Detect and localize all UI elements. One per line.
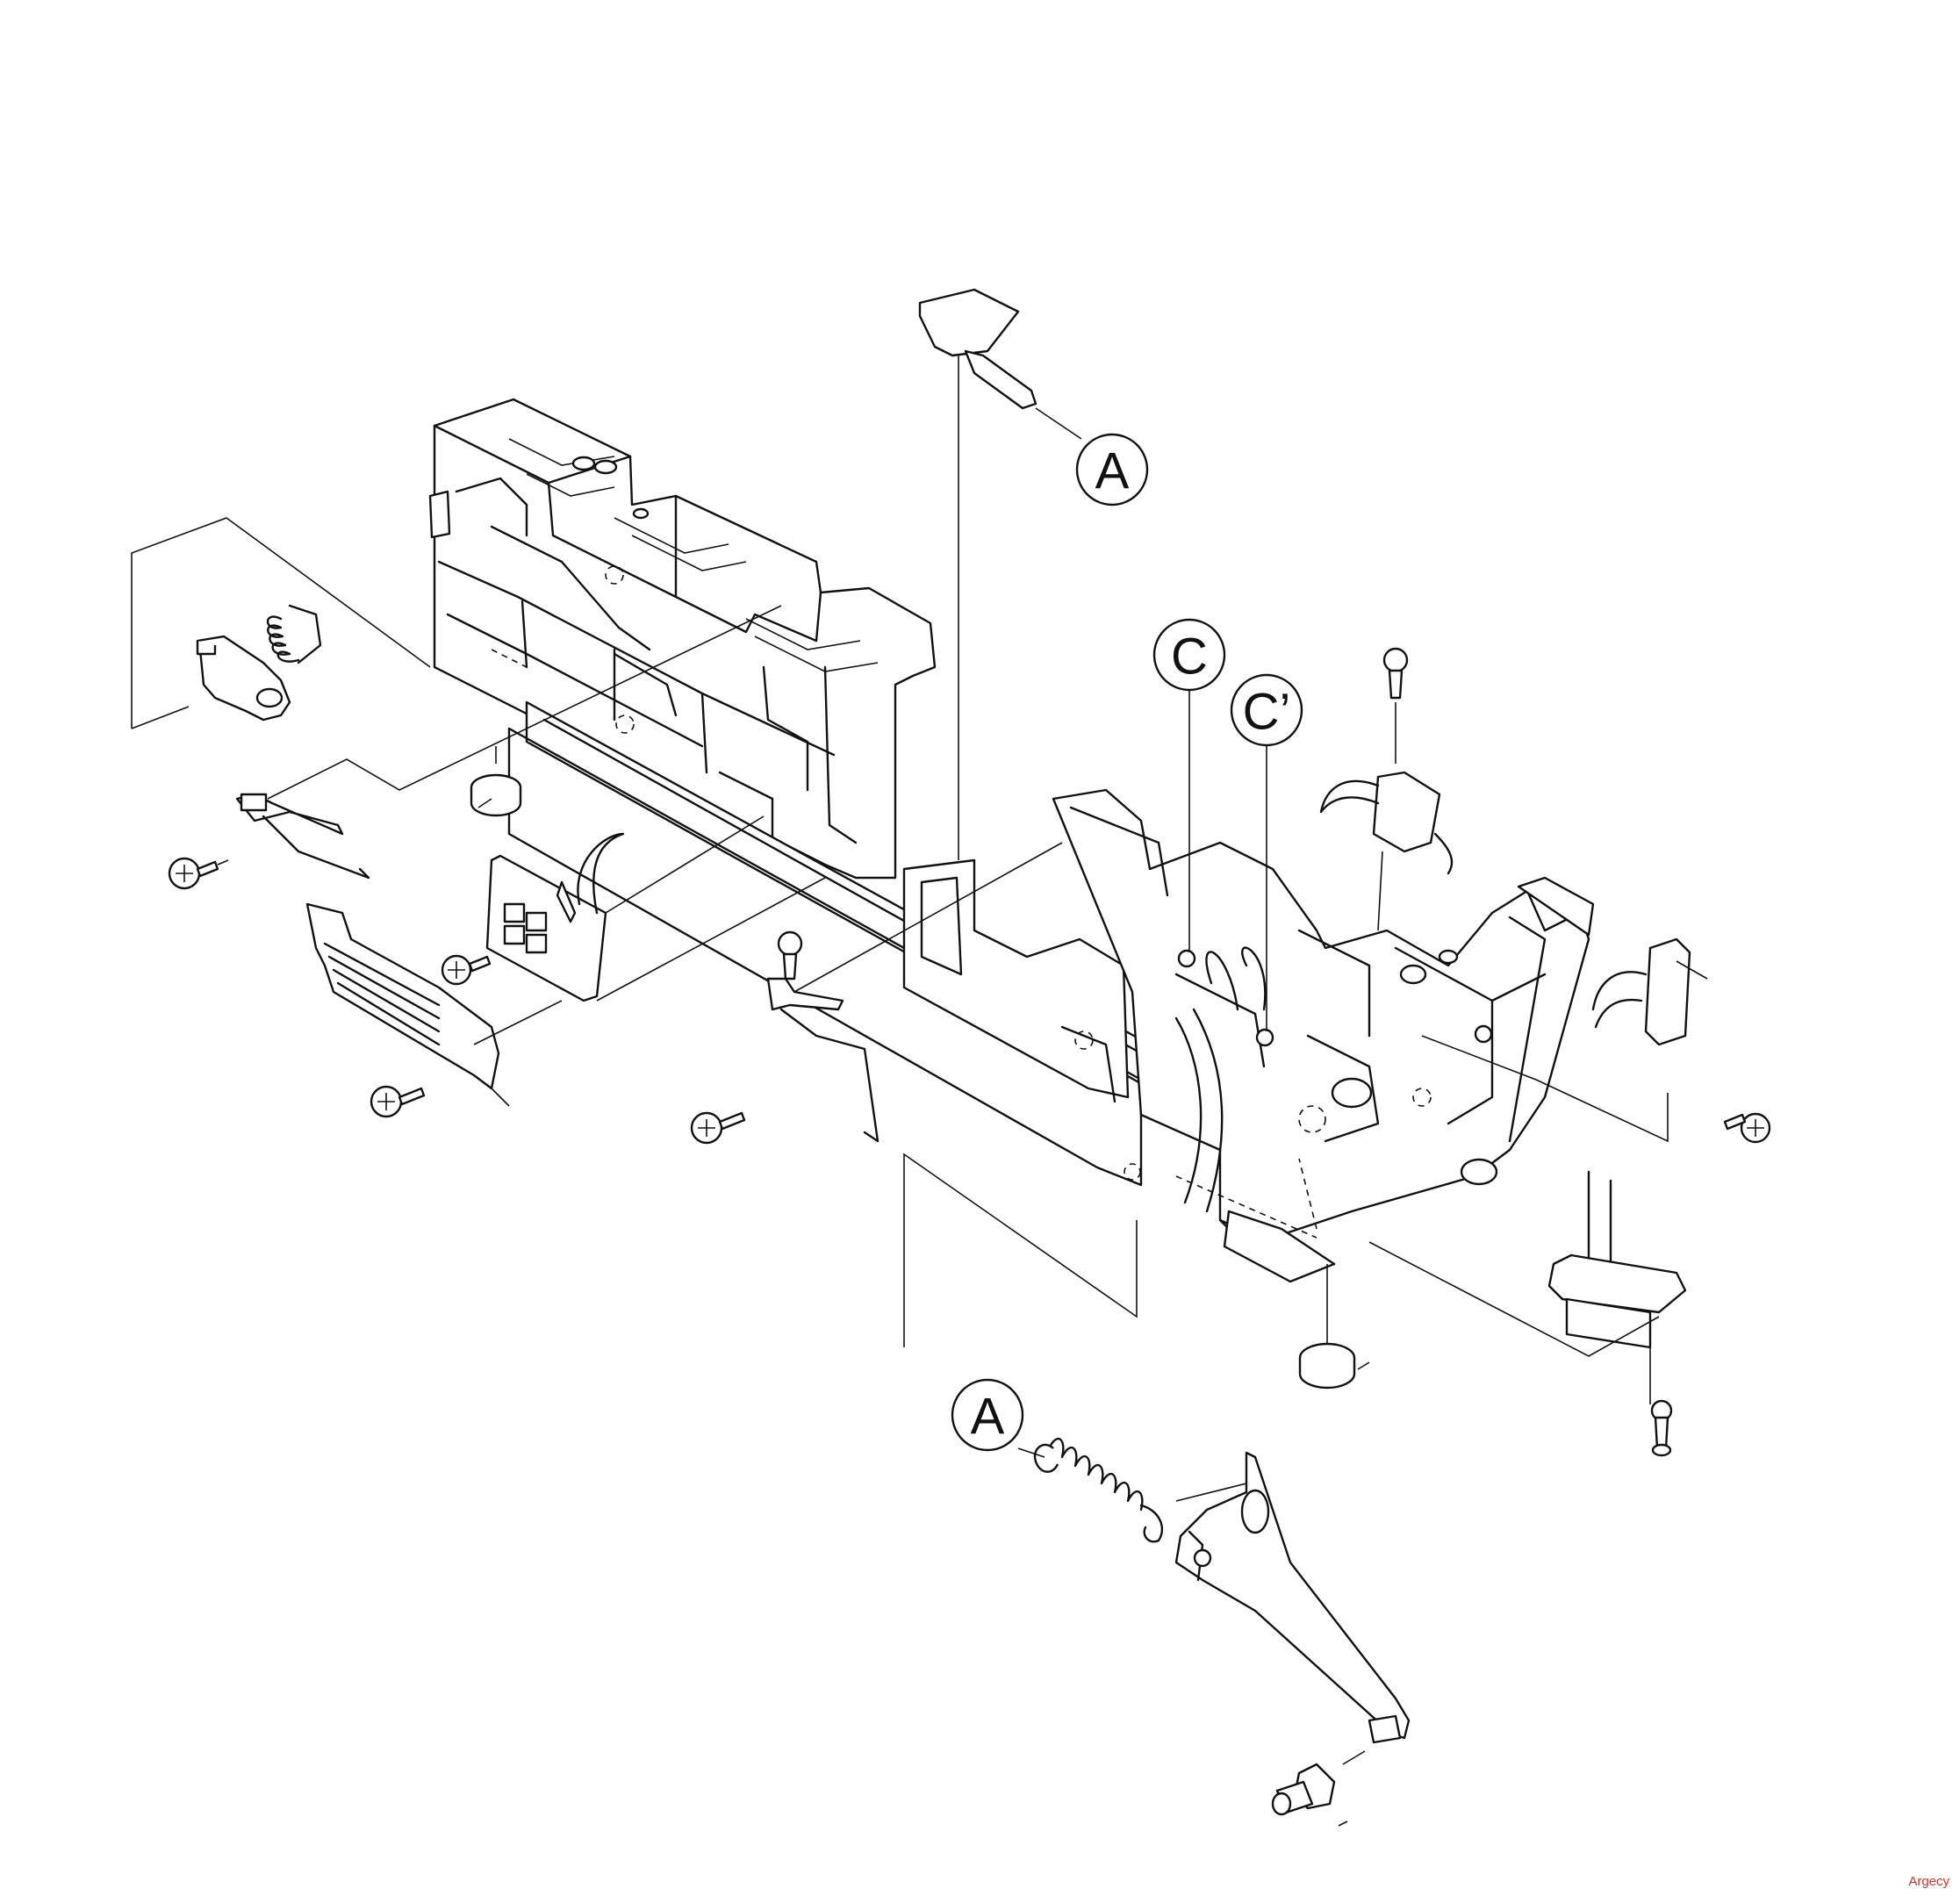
right-foot-pad-part: [1298, 1264, 1370, 1390]
bottom-spring-part: [1017, 1437, 1164, 1543]
left-actuator-top-part: [235, 605, 782, 880]
right-bottom-connector-part: [1368, 1170, 1687, 1404]
bottom-roller-part: [1271, 1750, 1366, 1827]
screw-left-3: [370, 1085, 426, 1118]
watermark-text: Argecy: [1908, 1874, 1949, 1889]
mid-actuator-part: [766, 842, 1063, 1143]
screw-mid: [690, 1111, 746, 1145]
callout-c: C: [1152, 618, 1226, 952]
right-connector-part: [1421, 937, 1708, 1143]
callout-a-bottom-label: A: [971, 1389, 1005, 1446]
sensor-board-part: [485, 815, 826, 1002]
screw-left-1: [168, 857, 229, 890]
bracket-leader: [903, 1153, 1138, 1347]
screw-left-2: [441, 954, 492, 986]
callout-a-top: A: [1075, 433, 1149, 506]
callout-a-bottom: A: [951, 1378, 1024, 1452]
screw-right-1: [1723, 1112, 1771, 1144]
callout-c-label: C: [1171, 628, 1208, 686]
screw-right-2: [1650, 1399, 1673, 1457]
left-foot-pad-part: [470, 746, 522, 817]
left-bracket-part: [131, 517, 431, 729]
bottom-lever-part: [1174, 1451, 1411, 1744]
callout-a-top-label: A: [1095, 443, 1130, 500]
right-switch-part: [1319, 647, 1454, 931]
fork-plate-part: [305, 902, 563, 1107]
main-frame: [428, 398, 1595, 1283]
callout-c-prime: C’: [1230, 673, 1303, 1031]
top-lever-part: [918, 288, 1082, 860]
callout-c-prime-label: C’: [1243, 684, 1291, 741]
